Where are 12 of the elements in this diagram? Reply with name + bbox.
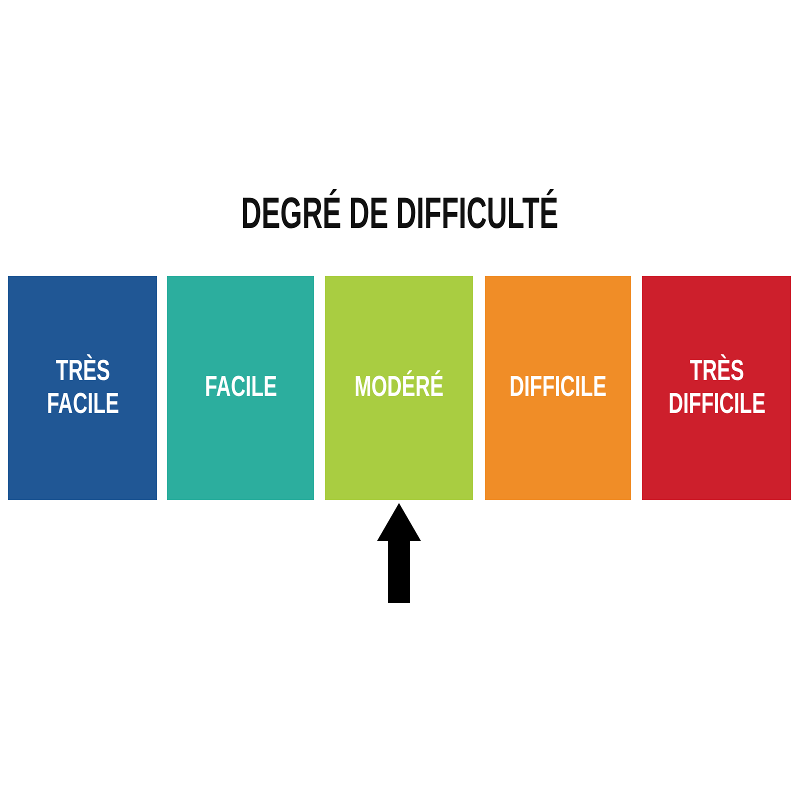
level-box — [642, 276, 791, 500]
level-label: FACILE — [203, 371, 278, 405]
level-box — [167, 276, 314, 500]
level-box — [8, 276, 157, 500]
level-label: TRÈS DIFFICILE — [667, 354, 766, 422]
level-label: MODÉRÉ — [353, 371, 445, 405]
arrow — [377, 503, 421, 603]
level-label: DIFFICILE — [508, 371, 608, 405]
level-label: TRÈS FACILE — [45, 354, 120, 422]
level-box — [325, 276, 473, 500]
title: DEGRÉ DE DIFFICULTÉ — [241, 190, 559, 238]
level-box — [485, 276, 631, 500]
